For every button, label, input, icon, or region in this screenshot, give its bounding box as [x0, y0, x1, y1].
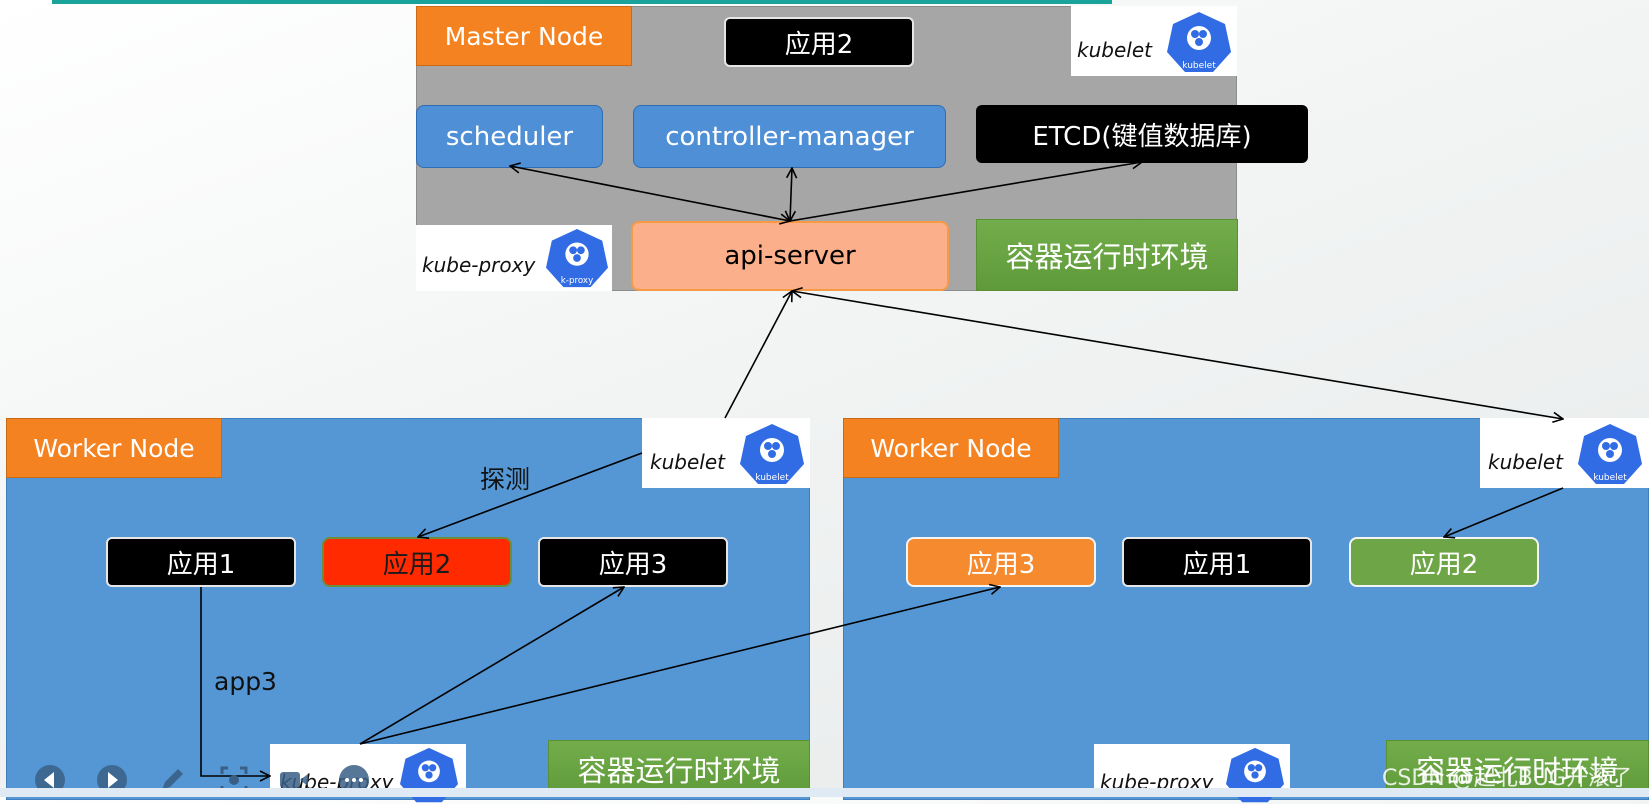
- worker1-kubelet-badge: kubelet kubelet: [642, 418, 810, 488]
- master-kubelet-label: kubelet: [1077, 38, 1152, 62]
- worker2-title: Worker Node: [843, 418, 1059, 478]
- worker1-app1: 应用1: [106, 537, 296, 587]
- master-kubelet-icon-label: kubelet: [1182, 61, 1216, 71]
- kubernetes-icon: kubelet: [1167, 12, 1231, 72]
- kubernetes-icon: kubelet: [1578, 424, 1642, 484]
- arrow-controller-api: [790, 168, 792, 221]
- arrow-left-icon[interactable]: [34, 764, 66, 796]
- arrow-worker1-kubelet-api: [724, 291, 792, 419]
- more-icon[interactable]: [338, 764, 370, 796]
- worker2-kubelet-label: kubelet: [1488, 450, 1563, 474]
- master-node-title: Master Node: [416, 6, 632, 66]
- master-runtime-box: 容器运行时环境: [976, 219, 1238, 291]
- probe-label: 探测: [480, 465, 531, 494]
- worker1-kubelet-label: kubelet: [650, 450, 725, 474]
- csdn-watermark: CSDN @起北BUG开滚了: [1382, 766, 1632, 791]
- master-kube-proxy-label: kube-proxy: [422, 253, 536, 277]
- worker1-app3: 应用3: [538, 537, 728, 587]
- arrow-kubelet-app2-w2: [1444, 487, 1564, 537]
- worker1-runtime-box: 容器运行时环境: [548, 740, 810, 797]
- kubernetes-icon: k-proxy: [546, 228, 608, 288]
- arrow-right-icon[interactable]: [96, 764, 128, 796]
- master-kube-proxy-icon-label: k-proxy: [561, 276, 593, 286]
- master-kubelet-badge: kubelet kubelet: [1071, 6, 1237, 76]
- worker1-title: Worker Node: [6, 418, 222, 478]
- route-label-app3: app3: [214, 667, 277, 696]
- arrow-probe-app2: [418, 452, 643, 537]
- arrow-app1-kubeproxy: [200, 587, 270, 776]
- master-app2: 应用2: [724, 17, 914, 67]
- pencil-icon[interactable]: [156, 764, 188, 796]
- worker2-app2: 应用2: [1349, 537, 1539, 587]
- worker1-kubelet-icon-label: kubelet: [755, 473, 789, 483]
- video-icon[interactable]: [278, 766, 310, 794]
- master-kube-proxy-badge: kube-proxy k-proxy: [416, 225, 612, 291]
- screenshot-icon[interactable]: [218, 764, 250, 796]
- controller-manager-box: controller-manager: [633, 105, 946, 168]
- kubernetes-icon: kubelet: [740, 424, 804, 484]
- arrow-api-worker2-kubelet: [792, 291, 1563, 419]
- etcd-box: ETCD(键值数据库): [976, 105, 1308, 163]
- worker2-app1: 应用1: [1122, 537, 1312, 587]
- worker2-kubelet-badge: kubelet kubelet: [1480, 418, 1649, 488]
- arrow-proxy-app3: [359, 587, 624, 745]
- arrow-scheduler-api: [510, 166, 790, 221]
- arrow-etcd-api: [789, 162, 1142, 222]
- arrow-proxy-worker2-app3: [359, 587, 1000, 745]
- bottom-bar: [0, 788, 1649, 797]
- worker1-app2-failed: 应用2: [322, 537, 512, 587]
- worker2-kubelet-icon-label: kubelet: [1593, 473, 1627, 483]
- top-accent-line: [52, 0, 1112, 4]
- worker2-runtime-box: 容器运行时环境: [1386, 740, 1649, 797]
